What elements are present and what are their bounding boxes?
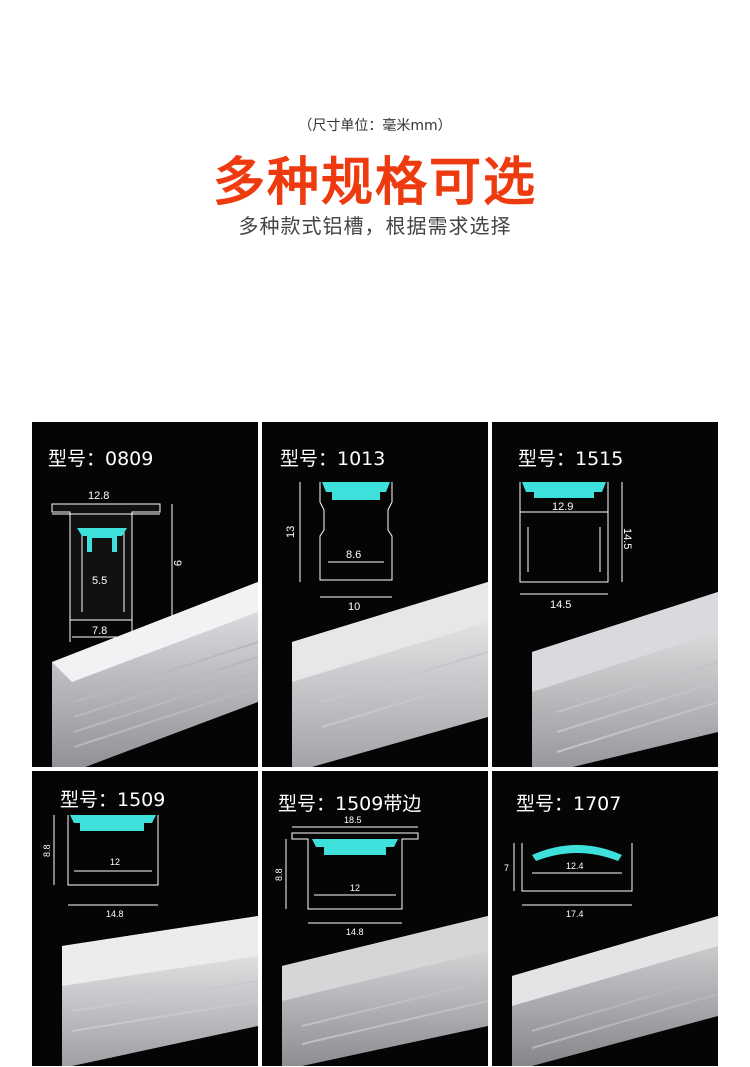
dim-inner-width: 12.9: [552, 501, 573, 513]
product-photo: [62, 916, 258, 1066]
cross-section-diagram: 13 8.6 10: [285, 482, 393, 613]
dim-width-bottom: 7.8: [92, 625, 107, 637]
product-card-1509-flange: 型号：1509带边 18.5 8.8 12 14.8: [262, 771, 488, 1066]
product-grid: 型号：0809 12.8 9 5.5 7.8: [32, 422, 718, 1066]
model-label: 型号：1509: [60, 789, 166, 811]
dim-width: 14.8: [106, 909, 124, 919]
dim-inner-width: 5.5: [92, 575, 107, 587]
model-label: 型号：1707: [516, 793, 622, 815]
product-card-0809: 型号：0809 12.8 9 5.5 7.8: [32, 422, 258, 767]
cross-section-diagram: 12.8 9 5.5 7.8: [51, 490, 183, 642]
product-photo: [52, 582, 258, 767]
product-card-1509: 型号：1509 8.8 12 14.8: [32, 771, 258, 1066]
unit-note: （尺寸单位：毫米mm）: [298, 118, 452, 134]
dim-inner-width: 12: [350, 883, 360, 893]
model-label: 型号：0809: [48, 448, 154, 470]
cross-section-diagram: 8.8 12 14.8: [42, 815, 159, 919]
dim-height: 8.8: [42, 844, 52, 857]
product-photo: [292, 582, 488, 767]
page-title: 多种规格可选: [212, 153, 537, 213]
dim-flange-width: 18.5: [344, 815, 362, 825]
dim-inner-width: 8.6: [346, 549, 361, 561]
dim-height: 8.8: [274, 868, 284, 881]
product-card-1515: 型号：1515 12.9 14.5 14.5: [492, 422, 718, 767]
dim-height: 9: [171, 560, 183, 566]
dim-inner-width: 12.4: [566, 861, 584, 871]
model-label: 型号：1013: [280, 448, 386, 470]
cross-section-diagram: 12.9 14.5 14.5: [519, 482, 633, 611]
dim-width: 14.5: [550, 599, 571, 611]
cross-section-diagram: 18.5 8.8 12 14.8: [274, 815, 419, 937]
dim-width-top: 12.8: [88, 490, 109, 502]
model-label: 型号：1515: [518, 448, 624, 470]
product-card-1707: 型号：1707 7 12.4 17.4: [492, 771, 718, 1066]
product-photo: [532, 592, 718, 767]
product-card-1013: 型号：1013 13 8.6 10: [262, 422, 488, 767]
page-subtitle: 多种款式铝槽，根据需求选择: [238, 214, 512, 238]
dim-width: 14.8: [346, 927, 364, 937]
product-photo: [282, 916, 488, 1066]
header: （尺寸单位：毫米mm） 多种规格可选 多种款式铝槽，根据需求选择: [0, 0, 750, 300]
cross-section-diagram: 7 12.4 17.4: [504, 843, 633, 919]
dim-height: 7: [504, 863, 509, 873]
dim-height: 13: [285, 526, 297, 538]
model-label: 型号：1509带边: [278, 793, 422, 815]
product-photo: [512, 916, 718, 1066]
dim-width: 17.4: [566, 909, 584, 919]
dim-inner-width: 12: [110, 857, 120, 867]
dim-height: 14.5: [621, 528, 633, 549]
dim-width: 10: [348, 601, 360, 613]
